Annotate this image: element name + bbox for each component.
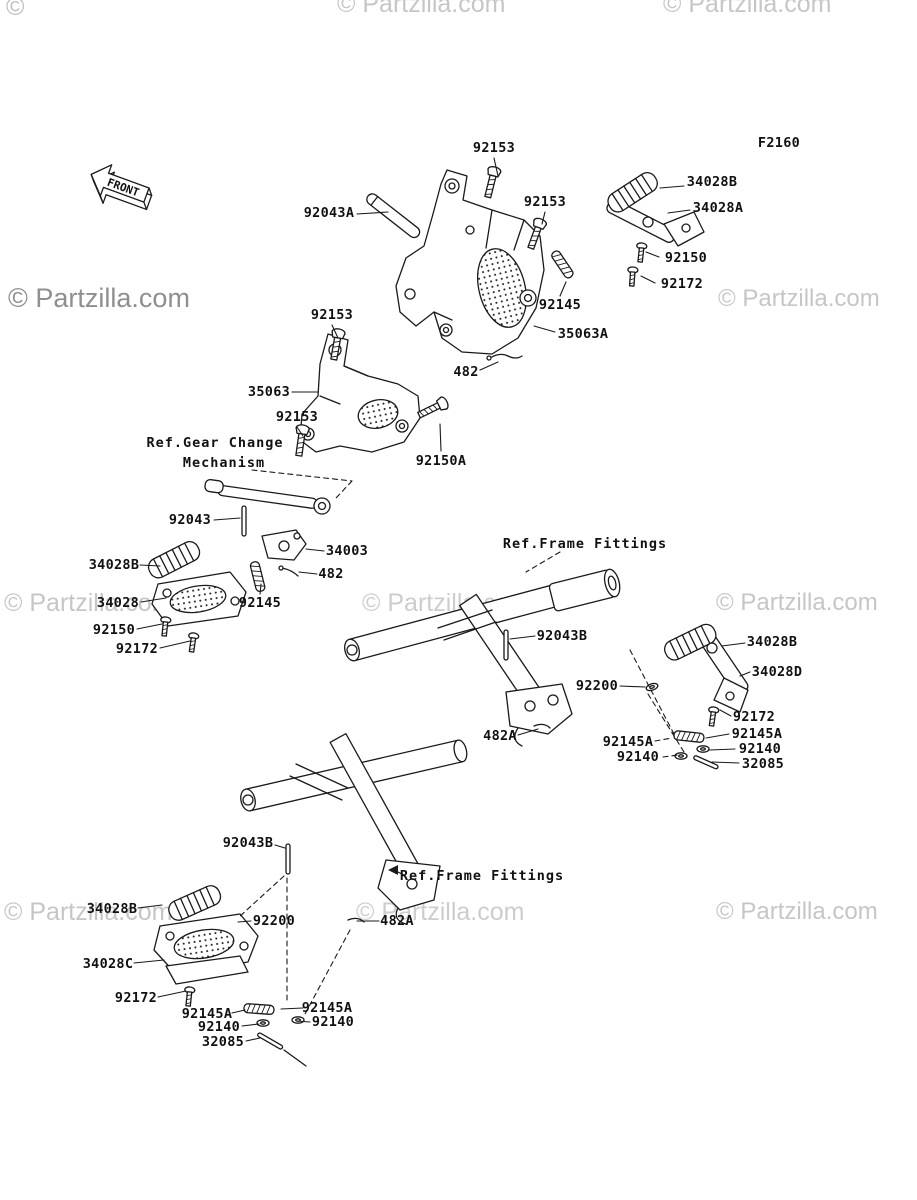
footpeg-assembly-top-right <box>603 168 705 287</box>
bracket-34003 <box>261 529 307 561</box>
footpeg-assembly-bottom-left <box>153 882 307 1067</box>
footpeg-assembly-right-middle <box>660 620 749 770</box>
footpeg-assembly-front-left <box>144 537 247 654</box>
bolt-92153 <box>480 164 503 200</box>
frame-lower <box>240 732 468 925</box>
cotter-pin-482 <box>278 565 299 577</box>
dashed-reference-lines <box>237 469 685 1015</box>
front-arrow: FRONT <box>90 164 153 211</box>
pin-92043 <box>241 505 247 537</box>
spring-92145 <box>549 248 576 281</box>
pin-92043b <box>503 629 509 661</box>
bracket-35063 <box>299 333 421 453</box>
ref-arrowhead <box>388 865 398 875</box>
cotter-pin-482 <box>486 353 523 361</box>
clip-482a <box>533 723 551 729</box>
footpeg-rod-92043a <box>366 193 421 239</box>
bracket-35063a <box>395 169 545 355</box>
spring-92145 <box>248 560 267 593</box>
pin-92043b <box>285 843 291 875</box>
gear-change-lever <box>204 478 331 515</box>
frame-upper <box>344 568 621 747</box>
leader-lines <box>133 157 751 1042</box>
bolt-92150a <box>415 395 451 422</box>
